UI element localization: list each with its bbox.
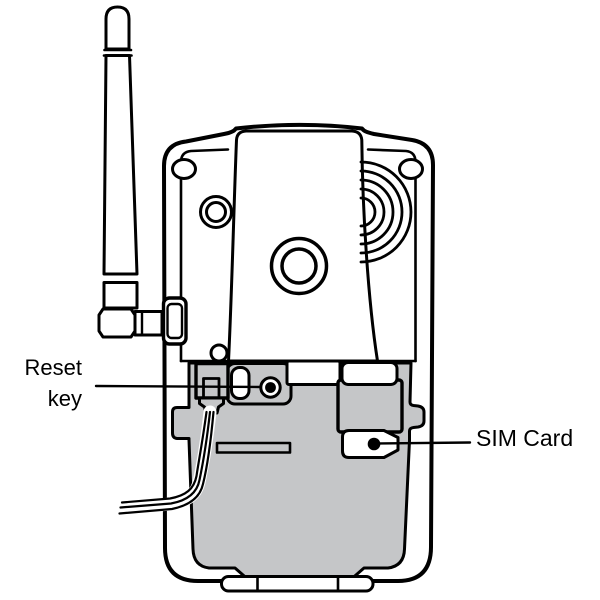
- reset-key-label-line1: Reset: [24, 355, 82, 380]
- slot-bar: [215, 441, 292, 454]
- connector-opening: [285, 359, 342, 386]
- small-ring: [199, 195, 233, 229]
- reset-key-switch: [194, 361, 230, 415]
- wire-bundle: [114, 405, 217, 515]
- sim-card-dot: [367, 437, 381, 451]
- reset-key-leader-line: [94, 384, 263, 389]
- screw-top-right: [398, 158, 424, 180]
- antenna-sleeve: [133, 310, 164, 337]
- antenna: [97, 5, 164, 339]
- speaker-grille: [359, 160, 413, 264]
- sim-card-leader-line: [375, 441, 472, 445]
- reset-hole-dot: [265, 382, 276, 393]
- reset-key-label: Reset key: [6, 352, 82, 414]
- sim-holder-frame: [336, 378, 404, 434]
- center-lens-ring: [269, 236, 329, 296]
- reset-key-label-line2: key: [47, 386, 82, 411]
- cable-hole: [209, 343, 229, 363]
- antenna-cap: [104, 5, 131, 51]
- usb-port: [230, 366, 251, 400]
- bottom-feet: [220, 575, 375, 593]
- sim-slot-opening: [340, 361, 399, 386]
- sim-card-label-text: SIM Card: [476, 425, 574, 451]
- sim-card-label: SIM Card: [476, 425, 573, 451]
- antenna-base: [102, 281, 139, 310]
- antenna-nut: [97, 307, 137, 339]
- antenna-tube: [102, 54, 139, 276]
- sim-slot: [336, 361, 404, 459]
- screw-top-left: [171, 158, 197, 180]
- antenna-connector: [161, 296, 188, 346]
